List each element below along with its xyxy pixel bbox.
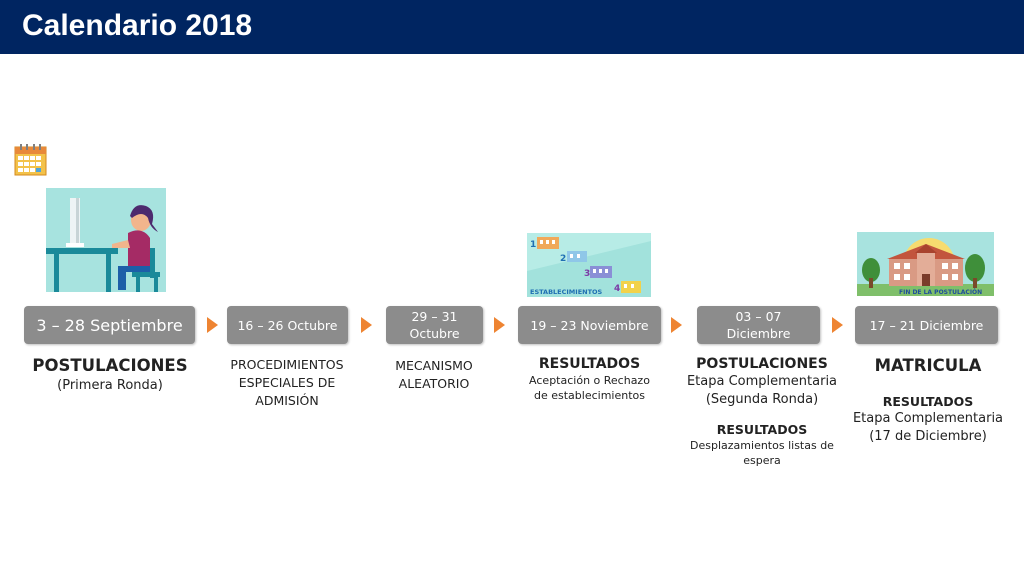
timeline-item-procedimientos: PROCEDIMIENTOS ESPECIALES DE ADMISIÓN: [217, 356, 357, 410]
school-banner: FIN DE LA POSTULACIÓN: [899, 289, 982, 296]
item-line: Aceptación o Rechazo: [529, 374, 650, 387]
item-line: ADMISIÓN: [255, 393, 319, 408]
date-box-octubre: 16 – 26 Octubre: [227, 306, 348, 344]
page-title: Calendario 2018: [22, 9, 253, 42]
item-line: Etapa Complementaria: [852, 411, 1004, 426]
item-line: PROCEDIMIENTOS: [230, 357, 344, 372]
item-line: MECANISMO: [395, 358, 473, 373]
item-title: RESULTADOS: [538, 356, 641, 372]
item-line: (Segunda Ronda): [705, 392, 819, 407]
date-box-fin-diciembre: 17 – 21 Diciembre: [855, 306, 998, 344]
item-line: ESPECIALES DE: [238, 375, 336, 390]
establecimiento-number-1: 1: [530, 240, 536, 250]
date-line: 29 – 31: [411, 309, 458, 324]
timeline-item-postulaciones-complementaria: POSTULACIONES Etapa Complementaria (Segu…: [682, 355, 842, 468]
timeline-item-matricula: MATRICULA RESULTADOS Etapa Complementari…: [846, 355, 1010, 446]
date-line: 03 – 07: [735, 309, 782, 324]
establecimiento-number-3: 3: [584, 269, 590, 279]
item-line: (17 de Diciembre): [869, 429, 987, 444]
date-box-fin-octubre: 29 – 31 Octubre: [386, 306, 483, 344]
item-title: MATRICULA: [874, 356, 982, 375]
arrow-right-icon: [832, 317, 843, 333]
item-title-secondary: RESULTADOS: [882, 394, 974, 409]
header-bar: Calendario 2018: [0, 0, 1024, 54]
item-title: POSTULACIONES: [32, 356, 188, 375]
item-subtitle: (Primera Ronda): [57, 378, 163, 393]
establecimientos-illustration: 1 2 3 4 ESTABLECIMIENTOS: [527, 233, 651, 297]
date-line: Octubre: [409, 326, 460, 341]
person-at-computer-illustration: [46, 188, 166, 292]
arrow-right-icon: [207, 317, 218, 333]
date-line: Diciembre: [726, 326, 791, 341]
establecimientos-caption: ESTABLECIMIENTOS: [530, 288, 603, 296]
timeline-item-mecanismo: MECANISMO ALEATORIO: [374, 357, 494, 393]
item-title-secondary: RESULTADOS: [716, 422, 808, 437]
date-box-noviembre: 19 – 23 Noviembre: [518, 306, 661, 344]
timeline-item-resultados: RESULTADOS Aceptación o Rechazo de estab…: [508, 355, 671, 403]
item-line: ALEATORIO: [398, 376, 470, 391]
item-line: espera: [743, 454, 781, 467]
establecimiento-number-2: 2: [560, 254, 566, 264]
arrow-right-icon: [494, 317, 505, 333]
item-title: POSTULACIONES: [696, 356, 828, 372]
establecimiento-number-4: 4: [614, 284, 620, 294]
school-illustration: FIN DE LA POSTULACIÓN: [857, 232, 994, 296]
timeline-item-postulaciones: POSTULACIONES (Primera Ronda): [20, 355, 200, 395]
date-box-diciembre: 03 – 07 Diciembre: [697, 306, 820, 344]
item-line: Desplazamientos listas de: [690, 439, 834, 452]
item-line: Etapa Complementaria: [686, 374, 838, 389]
date-box-septiembre: 3 – 28 Septiembre: [24, 306, 195, 344]
item-line: de establecimientos: [534, 389, 645, 402]
arrow-right-icon: [671, 317, 682, 333]
arrow-right-icon: [361, 317, 372, 333]
calendar-icon: [14, 144, 47, 176]
